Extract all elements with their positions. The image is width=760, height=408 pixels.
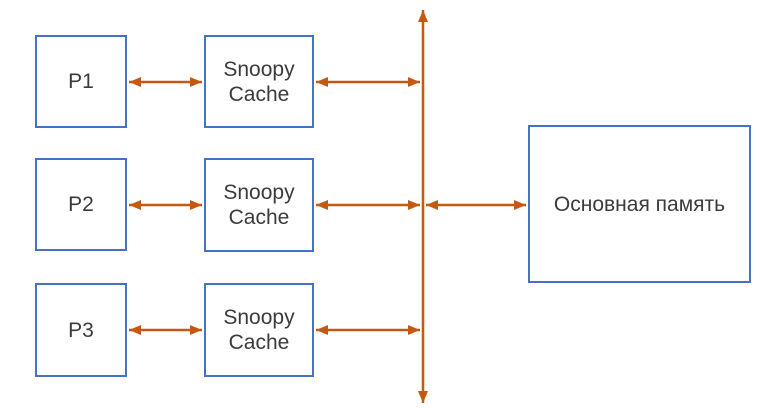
snoopy-cache-box-2: Snoopy Cache <box>204 158 314 252</box>
cache-label: Snoopy Cache <box>223 57 295 106</box>
cache-label: Snoopy Cache <box>223 306 295 354</box>
snoopy-cache-box-1: Snoopy Cache <box>204 35 314 128</box>
processor-box-p1: P1 <box>35 35 127 128</box>
processor-box-p3: P3 <box>35 283 127 377</box>
main-memory-box: Основная память <box>528 125 751 283</box>
cache-label: Snoopy Cache <box>223 181 295 229</box>
processor-label: P2 <box>68 193 94 216</box>
processor-label: P3 <box>68 318 94 342</box>
processor-label: P1 <box>68 70 94 93</box>
processor-box-p2: P2 <box>35 158 127 251</box>
main-memory-label: Основная память <box>553 192 726 216</box>
snoopy-cache-box-3: Snoopy Cache <box>204 283 314 377</box>
